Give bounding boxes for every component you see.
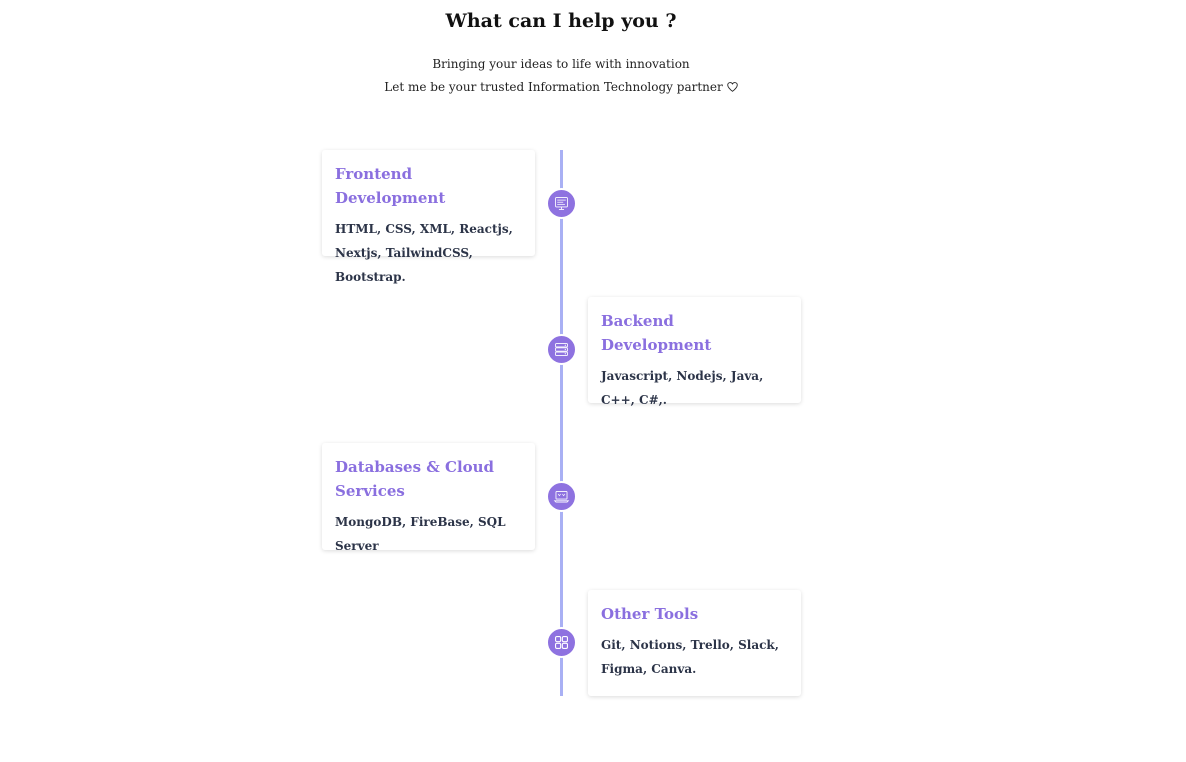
service-card-backend: Backend Development Javascript, Nodejs, …	[588, 297, 801, 407]
service-card-frontend: Frontend Development HTML, CSS, XML, Rea…	[322, 150, 535, 284]
service-card-other-tools: Other Tools Git, Notions, Trello, Slack,…	[588, 590, 801, 696]
service-card-databases: Databases & Cloud Services MongoDB, Fire…	[322, 443, 535, 553]
subtitle-line-2: Let me be your trusted Information Techn…	[0, 80, 1122, 94]
page-title: What can I help you ?	[445, 10, 677, 32]
service-card-title: Backend Development	[601, 312, 712, 354]
service-card-body: Javascript, Nodejs, Java, C++, C#,.	[601, 369, 764, 407]
subtitle-line-2-text: Let me be your trusted Information Techn…	[384, 80, 723, 94]
service-card-body: Git, Notions, Trello, Slack, Figma, Canv…	[601, 638, 779, 676]
service-card-body: HTML, CSS, XML, Reactjs, Nextjs, Tailwin…	[335, 222, 513, 284]
service-card-title: Other Tools	[601, 605, 699, 623]
database-laptop-icon	[546, 481, 577, 512]
monitor-code-icon	[546, 188, 577, 219]
subtitle-line-1: Bringing your ideas to life with innovat…	[432, 57, 690, 71]
service-card-title: Frontend Development	[335, 165, 446, 207]
heart-outline-icon	[727, 80, 738, 94]
grid-apps-icon	[546, 627, 577, 658]
server-icon	[546, 334, 577, 365]
timeline-line	[560, 150, 563, 696]
service-card-title: Databases & Cloud Services	[335, 458, 495, 500]
service-card-body: MongoDB, FireBase, SQL Server	[335, 515, 506, 553]
